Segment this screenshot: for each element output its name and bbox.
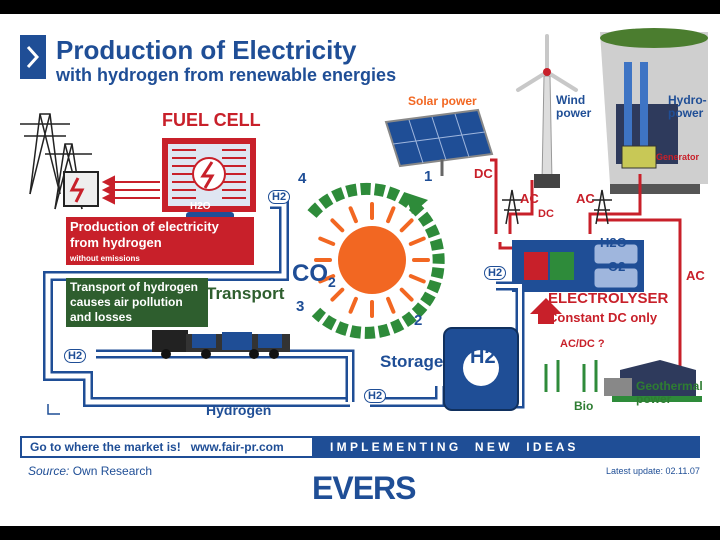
geothermal-plant-graphic: [604, 360, 702, 402]
transport-label: Transport: [206, 284, 285, 303]
dc-label-1: DC: [474, 166, 493, 181]
source-label: Source:: [28, 464, 70, 478]
sun-graphic: [314, 202, 430, 318]
wind-turbine-graphic: [516, 34, 578, 188]
fuel-cell-label: FUEL CELL: [162, 110, 261, 130]
tank-h2-label: H2: [470, 346, 496, 368]
sun-ray: [386, 296, 396, 314]
hydrogen-tank-graphic: [443, 327, 519, 411]
ac-label-3: AC: [686, 268, 705, 283]
generator-label: Generator: [656, 152, 700, 162]
co2-subscript: 2: [328, 273, 336, 290]
dc-label-2: DC: [538, 208, 554, 220]
cycle-step-4: 4: [298, 170, 307, 187]
h2o-fuelcell-label: H2O: [190, 201, 211, 212]
ac-label-1: AC: [520, 191, 539, 206]
footer-left-panel: [22, 438, 312, 456]
o2-label: O2: [608, 259, 626, 274]
h2-badge-pipeline-bottom: H2: [364, 389, 387, 403]
without-emissions-label: without emissions: [70, 254, 140, 263]
transport-note: Transport of hydrogen causes air polluti…: [66, 278, 208, 327]
h2o-electrolyser-label: H2O: [600, 235, 627, 250]
sun-ray: [399, 287, 414, 302]
page-title: Production of Electricity: [56, 35, 357, 65]
cycle-arrow: [307, 182, 445, 339]
sun-ray: [318, 274, 336, 284]
sun-ray: [330, 287, 345, 302]
source-line: Source: Own Research: [28, 464, 152, 478]
co2-label: CO2: [292, 260, 336, 290]
diagram-graphics: [20, 28, 708, 458]
sun-ray: [408, 236, 426, 246]
sun-ray: [330, 218, 345, 233]
h2-badge-pipeline-left: H2: [64, 349, 87, 363]
hydrogen-pipeline-inner: [45, 201, 443, 405]
latest-update: Latest update: 02.11.07: [606, 466, 700, 476]
footer-link-text[interactable]: Go to where the market is! www.fair-pr.c…: [30, 440, 284, 454]
h2-badge-fuelcell: H2: [268, 190, 291, 204]
source-value: Own Research: [72, 464, 153, 478]
solar-power-label: Solar power: [408, 94, 477, 108]
evers-logo: EVERS: [312, 470, 416, 506]
truck-graphic: [152, 330, 290, 359]
sun-ray: [318, 236, 336, 246]
cycle-step-1: 1: [424, 168, 433, 185]
hydro-power-label: Hydro- power: [668, 93, 707, 120]
storage-label: Storage: [380, 352, 444, 371]
footer-slogan: I M P L E M E N T I N G N E W I D E A S: [330, 440, 576, 454]
hydrogen-label: Hydrogen: [206, 402, 272, 418]
electrolyser-graphic: [512, 240, 644, 324]
bio-plants-graphic: [544, 360, 598, 392]
co2-text: CO: [292, 260, 328, 287]
lightning-icon: [69, 177, 85, 203]
title-chevron-box: [20, 35, 46, 79]
cycle-arrowhead: [404, 192, 428, 214]
page-subtitle: with hydrogen from renewable energies: [56, 65, 397, 85]
constant-dc-label: Constant DC only: [548, 310, 658, 325]
chevron-right-icon: [26, 45, 40, 69]
cycle-step-2: 2: [414, 312, 423, 329]
power-output-arrows: [101, 175, 160, 205]
h2-badge-electrolyser: H2: [484, 266, 507, 280]
sun-ray: [408, 274, 426, 284]
production-callout: Production of electricity from hydrogen: [66, 217, 254, 265]
diagram-canvas: Production of Electricity with hydrogen …: [0, 14, 720, 526]
sun-ray: [386, 206, 396, 224]
hydro-dam-graphic: [600, 28, 708, 194]
corner-mark: [47, 404, 60, 415]
sun-ray: [348, 206, 358, 224]
fuel-cell-graphic: [162, 138, 256, 228]
cycle-step-3: 3: [296, 298, 305, 315]
wind-power-label: Wind power: [556, 93, 592, 120]
bio-label: Bio: [574, 399, 594, 413]
ac-label-2: AC: [576, 191, 595, 206]
pylon-small-icon: [502, 189, 612, 225]
electrolyser-label: ELECTROLYSER: [548, 290, 669, 307]
geothermal-label: Geothermal power: [636, 379, 703, 406]
sun-ray: [399, 218, 414, 233]
acdc-label: AC/DC ?: [560, 338, 605, 350]
sun-ray: [348, 296, 358, 314]
solar-panel-graphic: [384, 108, 494, 176]
